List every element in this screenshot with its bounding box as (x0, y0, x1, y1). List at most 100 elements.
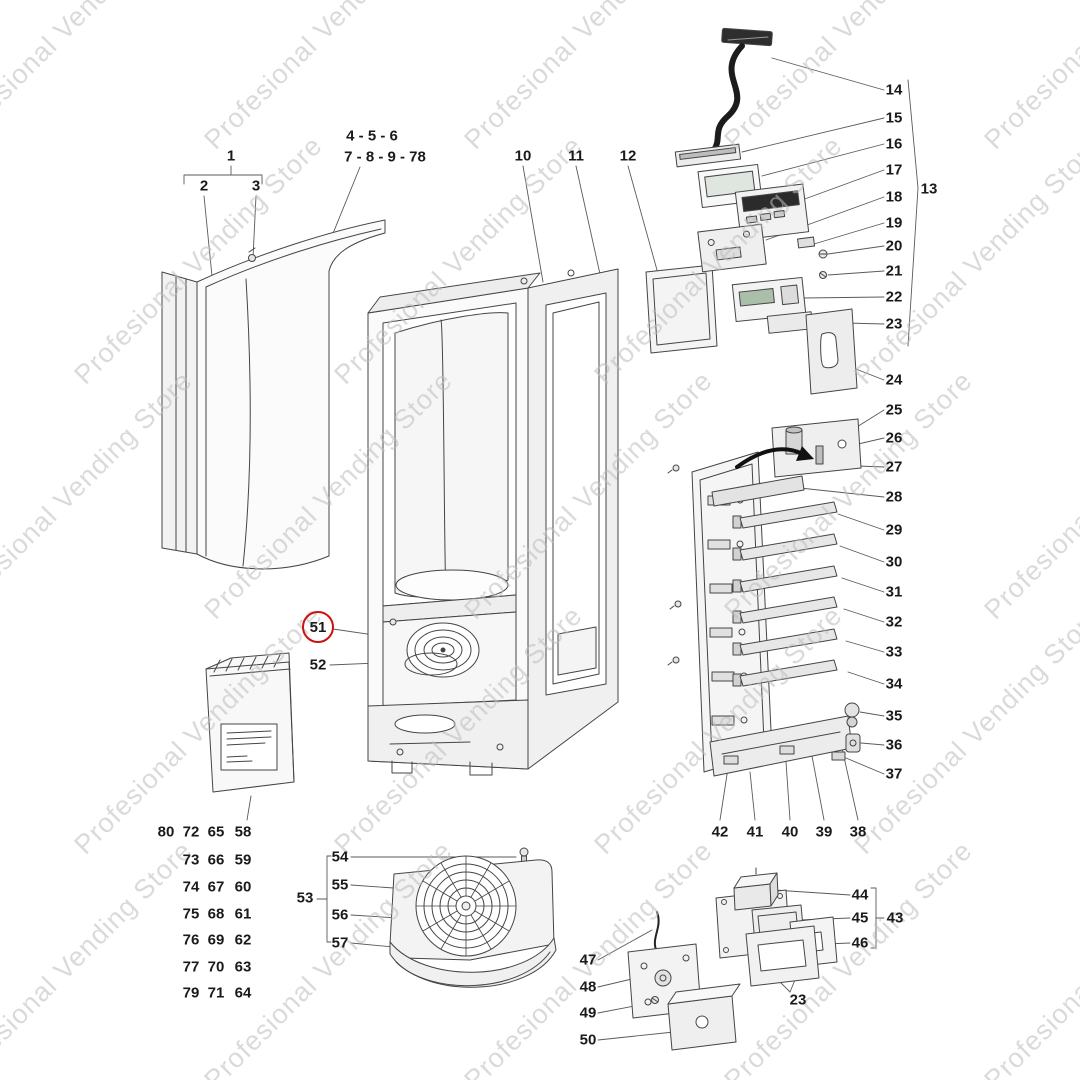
part-label-25: 25 (885, 401, 903, 419)
part-label-60: 60 (234, 878, 252, 896)
screw-20-icon (818, 249, 828, 259)
front-door-assembly (161, 219, 386, 570)
part-label-19: 19 (885, 214, 903, 232)
part-label-32: 32 (885, 613, 903, 631)
part-label-15: 15 (885, 109, 903, 127)
spacer-19 (797, 236, 816, 249)
part-label-18: 18 (885, 188, 903, 206)
part-label-58: 58 (234, 823, 252, 841)
part-label-13: 13 (920, 180, 938, 198)
control-board (697, 223, 767, 273)
part-label-17: 17 (885, 161, 903, 179)
part-label-57: 57 (331, 934, 349, 952)
part-label-2: 2 (199, 177, 209, 195)
rotate-arrow-icon (735, 446, 814, 469)
top-bracket (771, 418, 862, 478)
part-label-11: 11 (568, 147, 584, 165)
part-label-80: 80 (157, 823, 175, 841)
part-label-49: 49 (579, 1004, 597, 1022)
part-label-73: 73 (182, 851, 200, 869)
part-label-66: 66 (207, 851, 225, 869)
part-label-7-8-9-78: 7 - 8 - 9 - 78 (344, 148, 426, 166)
part-label-31: 31 (885, 583, 903, 601)
dispenser-assembly (667, 418, 862, 777)
part-label-59: 59 (234, 851, 252, 869)
part-label-67: 67 (207, 878, 225, 896)
part-label-65: 65 (207, 823, 225, 841)
box-50 (667, 983, 741, 1051)
part-label-56: 56 (331, 906, 349, 924)
fan-grill (415, 855, 517, 957)
part-label-20: 20 (885, 237, 903, 255)
part-label-29: 29 (885, 521, 903, 539)
cup-ring (404, 652, 458, 676)
part-label-55: 55 (331, 876, 349, 894)
part-label-46: 46 (851, 934, 869, 952)
part-label-54: 54 (331, 848, 349, 866)
cup-dispenser-turret (406, 622, 480, 678)
dispenser-slats (732, 501, 838, 687)
part-label-45: 45 (851, 909, 869, 927)
part-label-35: 35 (885, 707, 903, 725)
part-label-40: 40 (781, 823, 799, 841)
part-label-50: 50 (579, 1031, 597, 1049)
part-label-4-5-6: 4 - 5 - 6 (346, 127, 398, 145)
module-22 (731, 276, 807, 323)
side-panel-12 (645, 264, 718, 354)
mounting-screw-icons (667, 464, 682, 666)
part-label-23-top: 23 (885, 315, 903, 333)
ribbon-cable-connector (711, 27, 773, 153)
part-label-36: 36 (885, 736, 903, 754)
screw-49-icon (651, 996, 659, 1004)
part-label-71: 71 (207, 984, 225, 1002)
part-label-41: 41 (746, 823, 764, 841)
part-label-26: 26 (885, 429, 903, 447)
part-label-3: 3 (251, 177, 261, 195)
plate-24 (805, 308, 858, 395)
part-label-42: 42 (711, 823, 729, 841)
part-label-53: 53 (296, 889, 314, 907)
part-label-44: 44 (851, 886, 869, 904)
box-44 (733, 867, 779, 911)
part-label-64: 64 (234, 984, 252, 1002)
part-label-28: 28 (885, 488, 903, 506)
part-label-24: 24 (885, 371, 903, 389)
part-label-33: 33 (885, 643, 903, 661)
part-label-21: 21 (885, 262, 903, 280)
part-label-10: 10 (514, 147, 532, 165)
part-label-70: 70 (207, 958, 225, 976)
part-label-38: 38 (849, 823, 867, 841)
part-label-74: 74 (182, 878, 200, 896)
part-label-22: 22 (885, 288, 903, 306)
part-label-68: 68 (207, 905, 225, 923)
part-label-52: 52 (309, 656, 327, 674)
part-label-37: 37 (885, 765, 903, 783)
part-label-47: 47 (579, 951, 597, 969)
screw-21-icon (819, 271, 827, 279)
screw-3-icon (248, 247, 256, 262)
lower-mechanism-parts (627, 911, 820, 1051)
part-label-34: 34 (885, 675, 903, 693)
part-label-77: 77 (182, 958, 200, 976)
part-label-43: 43 (886, 909, 904, 927)
part-label-27: 27 (885, 458, 903, 476)
part-label-12: 12 (619, 147, 637, 165)
part-label-61: 61 (234, 905, 252, 923)
part-label-62: 62 (234, 931, 252, 949)
part-label-63: 63 (234, 958, 252, 976)
part-label-48: 48 (579, 978, 597, 996)
panel-23-bottom (745, 925, 820, 987)
instruction-kit-bag (205, 652, 295, 793)
part-label-51: 51 (302, 611, 334, 643)
electronics-modules (674, 27, 858, 395)
part-label-79: 79 (182, 984, 200, 1002)
connector-strip (674, 143, 742, 168)
part-label-1: 1 (226, 147, 236, 165)
part-label-72: 72 (182, 823, 200, 841)
part-label-30: 30 (885, 553, 903, 571)
part-label-23-bottom: 23 (789, 991, 807, 1009)
part-label-69: 69 (207, 931, 225, 949)
